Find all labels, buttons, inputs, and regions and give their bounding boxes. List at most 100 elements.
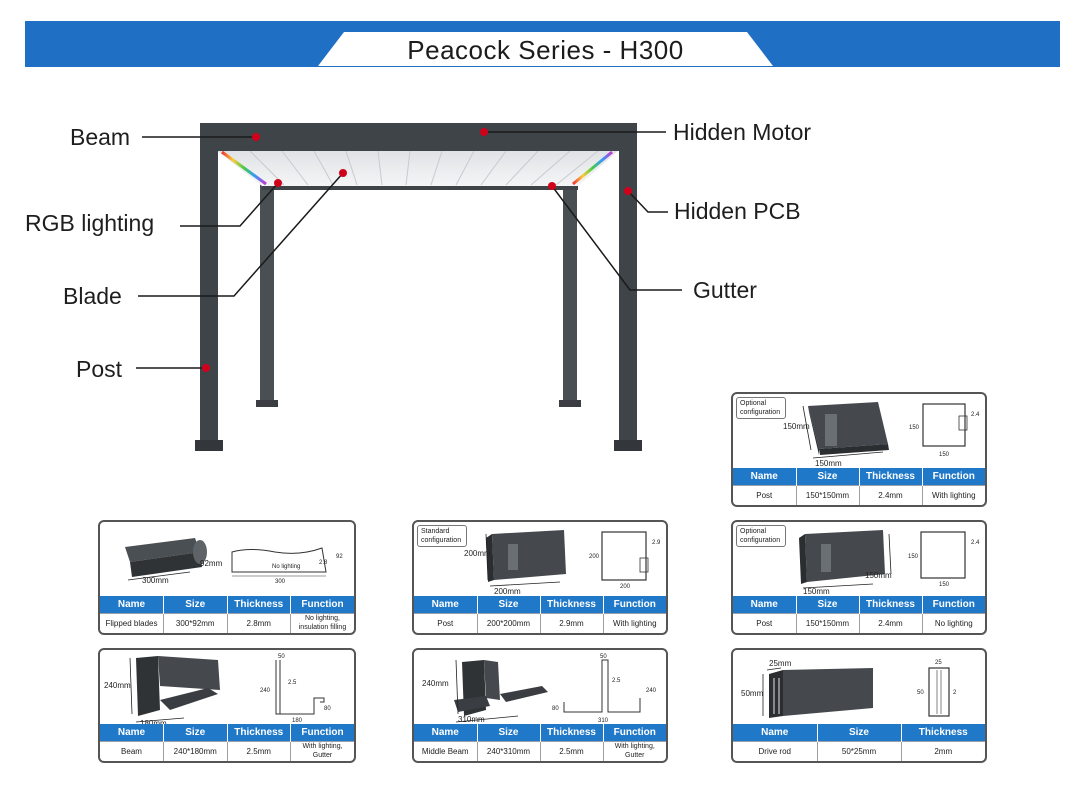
- header-thickness: Thickness: [901, 724, 985, 741]
- blade-dot: [339, 169, 347, 177]
- svg-text:240mm: 240mm: [104, 681, 131, 690]
- svg-text:2.8: 2.8: [319, 560, 328, 566]
- svg-text:2.5: 2.5: [288, 680, 297, 686]
- svg-text:240: 240: [260, 688, 271, 694]
- cell-name: Post: [733, 484, 797, 505]
- header-function: Function: [922, 468, 985, 485]
- cell-thickness: 2.4mm: [859, 612, 923, 633]
- motor-dot: [480, 128, 488, 136]
- svg-text:50mm: 50mm: [741, 689, 764, 698]
- spec-card-beam: 240mm 180mm 50 240 2.5 80 180 Name Size …: [98, 648, 356, 763]
- svg-text:150mm: 150mm: [865, 571, 892, 580]
- cell-size: 150*150mm: [796, 612, 860, 633]
- spec-table: Name Size Thickness Function Post 150*15…: [733, 468, 985, 505]
- svg-text:92: 92: [336, 554, 343, 560]
- table-row: Flipped blades 300*92mm 2.8mm No lightin…: [100, 612, 354, 633]
- header-name: Name: [414, 596, 478, 613]
- cell-name: Flipped blades: [100, 612, 164, 633]
- gutter-dot: [548, 182, 556, 190]
- spec-table: Name Size Thickness Function Post 150*15…: [733, 596, 985, 633]
- cell-size: 50*25mm: [817, 740, 902, 761]
- svg-text:25: 25: [935, 660, 942, 666]
- svg-text:50: 50: [278, 654, 285, 660]
- front-post-left: [200, 123, 218, 448]
- svg-text:2.4: 2.4: [971, 412, 980, 418]
- header-name: Name: [733, 596, 797, 613]
- front-post-right: [619, 123, 637, 448]
- callout-post: Post: [76, 356, 123, 382]
- spec-table: Name Size Thickness Function Beam 240*18…: [100, 724, 354, 761]
- spec-card-post-standard: 200mm 200mm 200 200 2.9 Standard configu…: [412, 520, 668, 635]
- rgb-dot: [274, 179, 282, 187]
- svg-text:25mm: 25mm: [769, 659, 792, 668]
- svg-text:2: 2: [953, 690, 957, 696]
- back-post-right: [563, 180, 577, 405]
- profile-figure: 25mm 50mm 25 50 2: [733, 650, 985, 726]
- back-post-left: [260, 180, 274, 405]
- page-title: Peacock Series - H300: [407, 35, 684, 65]
- profile-figure: 200mm 200mm 200 200 2.9: [414, 522, 666, 598]
- cell-size: 240*310mm: [477, 740, 541, 761]
- cell-size: 150*150mm: [796, 484, 860, 505]
- svg-text:200mm: 200mm: [464, 549, 491, 558]
- svg-text:92mm: 92mm: [200, 559, 223, 568]
- header-tab: [318, 32, 773, 66]
- cell-function: With lighting, Gutter: [290, 740, 354, 761]
- svg-text:240mm: 240mm: [422, 679, 449, 688]
- callout-hidden-pcb: Hidden PCB: [674, 198, 801, 224]
- header-name: Name: [100, 724, 164, 741]
- svg-text:310: 310: [598, 718, 609, 724]
- header-size: Size: [477, 596, 541, 613]
- header-thickness: Thickness: [859, 468, 923, 485]
- table-row: Post 150*150mm 2.4mm No lighting: [733, 612, 985, 633]
- cell-thickness: 2.5mm: [540, 740, 604, 761]
- svg-text:2.5: 2.5: [612, 678, 621, 684]
- callout-blade: Blade: [63, 283, 122, 309]
- cell-function: With lighting, Gutter: [603, 740, 666, 761]
- header-thickness: Thickness: [227, 724, 291, 741]
- header-function: Function: [603, 724, 666, 741]
- svg-text:180mm: 180mm: [140, 719, 167, 726]
- callout-beam: Beam: [70, 124, 131, 150]
- svg-text:2.9: 2.9: [652, 540, 661, 546]
- svg-text:300mm: 300mm: [142, 576, 169, 585]
- header-thickness: Thickness: [859, 596, 923, 613]
- cell-function: No lighting, insulation filling: [290, 612, 354, 633]
- svg-text:240: 240: [646, 688, 657, 694]
- header-thickness: Thickness: [540, 724, 604, 741]
- profile-figure: 150mm 150mm 150 150 2.4: [733, 394, 985, 470]
- svg-text:150mm: 150mm: [815, 459, 842, 468]
- svg-text:150: 150: [939, 582, 950, 588]
- header-function: Function: [290, 724, 354, 741]
- table-row: Post 150*150mm 2.4mm With lighting: [733, 484, 985, 505]
- cell-function: With lighting: [603, 612, 666, 633]
- cell-name: Beam: [100, 740, 164, 761]
- table-row: Beam 240*180mm 2.5mm With lighting, Gutt…: [100, 740, 354, 761]
- svg-text:180: 180: [292, 718, 303, 724]
- svg-text:150mm: 150mm: [783, 422, 810, 431]
- pcb-dot: [624, 187, 632, 195]
- spec-table: Name Size Thickness Drive rod 50*25mm 2m…: [733, 724, 985, 761]
- cell-name: Drive rod: [733, 740, 818, 761]
- cell-thickness: 2.5mm: [227, 740, 291, 761]
- table-row: Middle Beam 240*310mm 2.5mm With lightin…: [414, 740, 666, 761]
- beam-dot: [252, 133, 260, 141]
- header-size: Size: [477, 724, 541, 741]
- svg-text:50: 50: [917, 690, 924, 696]
- header-size: Size: [796, 468, 860, 485]
- svg-text:80: 80: [324, 706, 331, 712]
- cell-function: With lighting: [922, 484, 985, 505]
- svg-text:200: 200: [620, 584, 631, 590]
- front-beam: [200, 123, 636, 151]
- spec-table: Name Size Thickness Function Post 200*20…: [414, 596, 666, 633]
- cell-name: Middle Beam: [414, 740, 478, 761]
- header-size: Size: [163, 596, 228, 613]
- spec-table: Name Size Thickness Function Middle Beam…: [414, 724, 666, 761]
- callout-rgb-lighting: RGB lighting: [25, 210, 155, 236]
- header-size: Size: [163, 724, 228, 741]
- cell-thickness: 2.4mm: [859, 484, 923, 505]
- svg-text:200mm: 200mm: [494, 587, 521, 596]
- cell-size: 300*92mm: [163, 612, 228, 633]
- svg-text:No lighting: No lighting: [272, 564, 300, 570]
- optional-config-badge: Optional configuration: [736, 397, 786, 419]
